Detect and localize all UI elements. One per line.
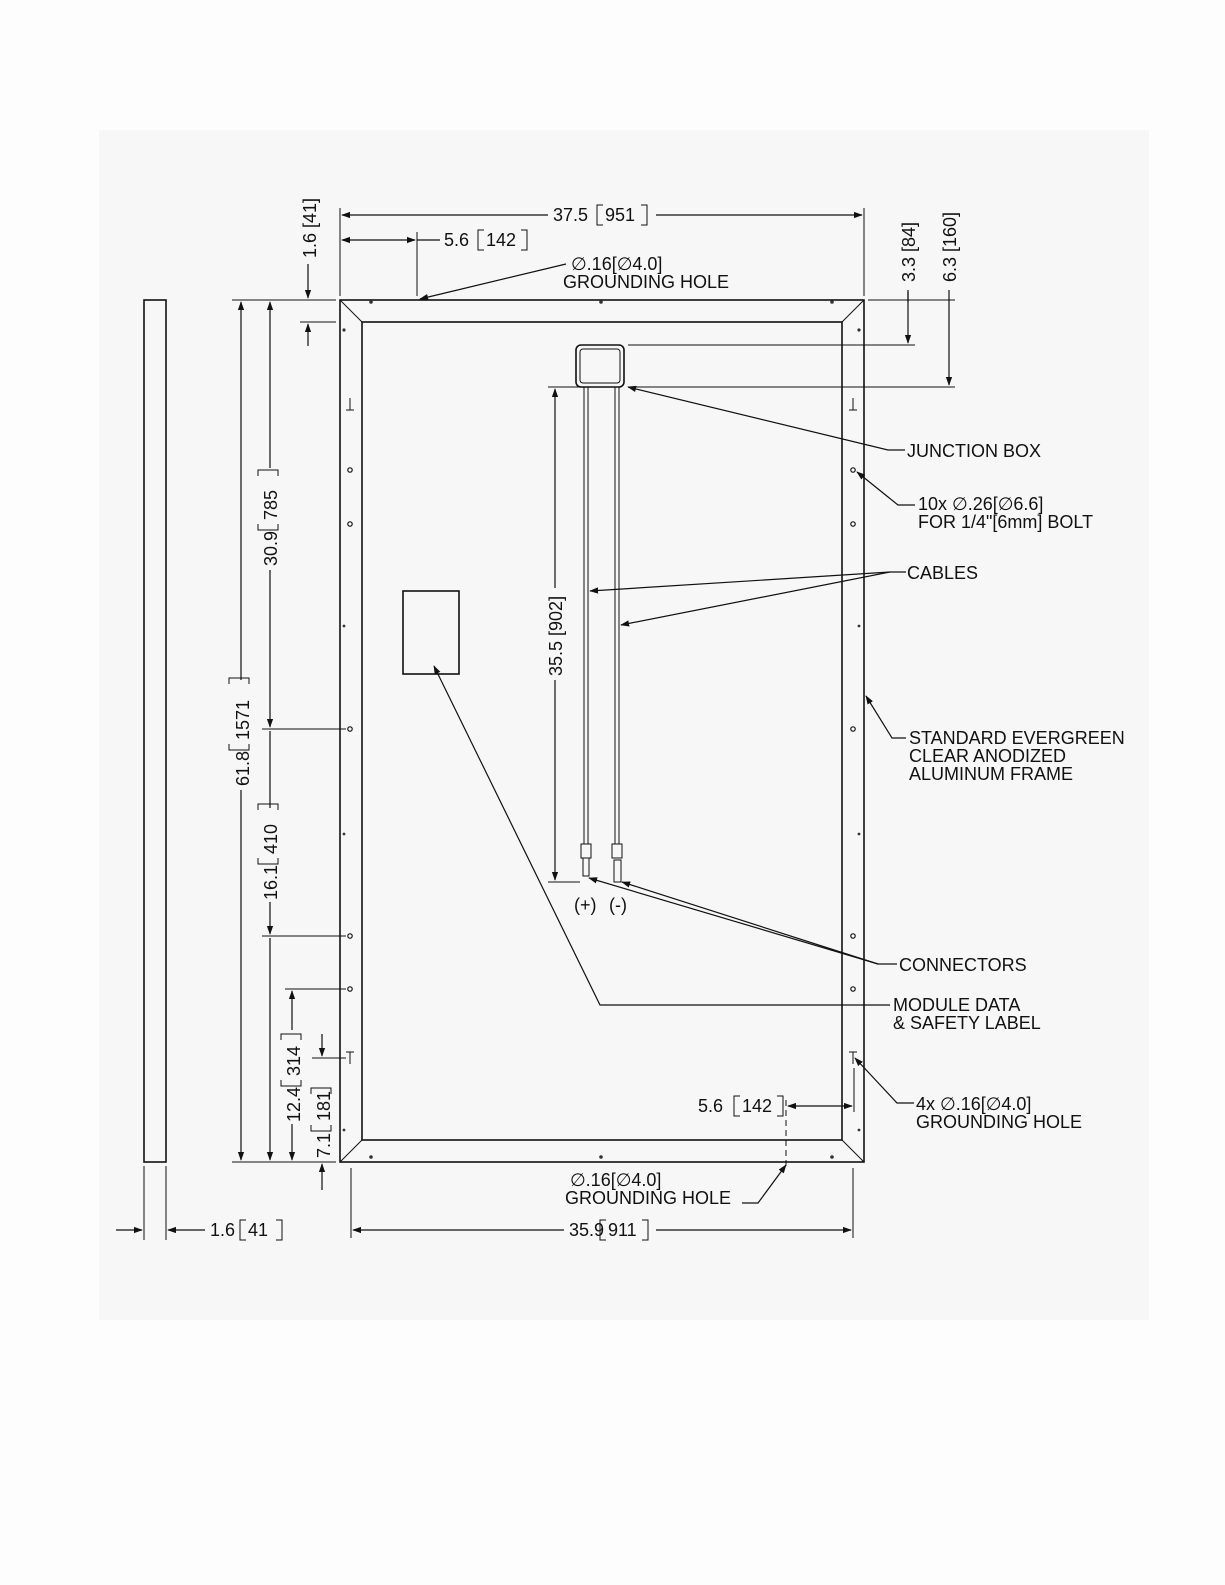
dim-overall-width-value: 37.5 <box>553 205 588 225</box>
dim-lower-mount: 16.1 410 <box>257 731 346 937</box>
dim-cable-length-value: 35.5 [902] <box>546 596 566 676</box>
module-frame <box>339 299 865 1163</box>
dim-side-depth-value: 1.6 <box>210 1220 235 1240</box>
corner-ground-spec: 4x ∅.16[∅4.0] <box>916 1094 1031 1114</box>
dim-bottom-ground-mm: 181 <box>314 1091 334 1121</box>
frame-label-2: CLEAR ANODIZED <box>909 746 1066 766</box>
bolt-spec: 10x ∅.26[∅6.6] <box>918 494 1043 514</box>
dim-bottom-mount-mm: 314 <box>284 1046 304 1076</box>
frame-holes <box>342 300 861 1159</box>
dim-overall-width-mm: 951 <box>605 205 635 225</box>
callout-junction-box: JUNCTION BOX <box>627 385 1041 461</box>
positive-label: (+) <box>574 895 597 915</box>
callout-bolt-holes: 10x ∅.26[∅6.6] FOR 1/4"[6mm] BOLT <box>856 471 1093 532</box>
ground-symbol-br <box>849 1051 857 1064</box>
dim-mount-width: 35.9 911 <box>350 1168 854 1241</box>
module-label <box>402 590 460 675</box>
dim-bottom-mount: 12.4 314 <box>280 988 346 1161</box>
dim-side-depth: 1.6 41 <box>116 1166 283 1241</box>
callout-bottom-ground: ∅.16[∅4.0] GROUNDING HOLE <box>565 1164 787 1208</box>
connectors-label: CONNECTORS <box>899 955 1027 975</box>
top-ground-spec: ∅.16[∅4.0] <box>571 254 662 274</box>
top-ground-label: GROUNDING HOLE <box>563 272 729 292</box>
dim-bottom-mount-value: 12.4 <box>284 1087 304 1122</box>
cables-label: CABLES <box>907 563 978 583</box>
dim-upper-mount-mm: 785 <box>261 490 281 520</box>
dim-bottom-hole-offset: 5.6 142 <box>698 1068 855 1170</box>
dim-jbox-bottom-value: 6.3 [160] <box>940 212 960 282</box>
dim-cable-length: 35.5 [902] <box>546 386 580 883</box>
dim-frame-depth-top: 1.6 [41] <box>240 198 336 346</box>
module-label-2: & SAFETY LABEL <box>893 1013 1041 1033</box>
dim-mount-width-value: 35.9 <box>569 1220 604 1240</box>
bolt-label: FOR 1/4"[6mm] BOLT <box>918 512 1093 532</box>
bottom-ground-spec: ∅.16[∅4.0] <box>570 1170 661 1190</box>
junction-box <box>575 344 625 388</box>
module-label-1: MODULE DATA <box>893 995 1020 1015</box>
dim-top-hole-mm: 142 <box>486 230 516 250</box>
dim-bottom-ground-value: 7.1 <box>314 1133 334 1158</box>
callout-cables: CABLES <box>589 563 978 627</box>
dim-frame-depth-top-value: 1.6 [41] <box>300 198 320 258</box>
cables <box>583 387 620 844</box>
side-profile <box>143 299 167 1163</box>
dim-jbox-offset: 3.3 [84] <box>628 222 919 346</box>
callout-corner-ground: 4x ∅.16[∅4.0] GROUNDING HOLE <box>854 1057 1082 1132</box>
frame-outer <box>339 299 865 1163</box>
dim-bottom-ground: 7.1 181 <box>310 1034 346 1190</box>
dim-upper-mount: 30.9 785 <box>257 301 346 730</box>
dim-top-hole-value: 5.6 <box>444 230 469 250</box>
dim-overall-length: 61.8 1571 <box>228 299 336 1163</box>
dim-overall-length-value: 61.8 <box>233 751 253 786</box>
frame-label-1: STANDARD EVERGREEN <box>909 728 1125 748</box>
dim-mount-width-mm: 911 <box>608 1220 637 1240</box>
junction-box-label: JUNCTION BOX <box>907 441 1041 461</box>
drawing-panel <box>99 130 1149 1320</box>
dim-top-hole-offset: 5.6 142 <box>341 229 528 296</box>
dim-lower-mount-value: 16.1 <box>261 865 281 900</box>
dim-lower-mount-mm: 410 <box>261 824 281 854</box>
callout-frame: STANDARD EVERGREEN CLEAR ANODIZED ALUMIN… <box>865 695 1125 784</box>
callout-top-ground: ∅.16[∅4.0] GROUNDING HOLE <box>419 254 729 301</box>
callout-connectors: CONNECTORS <box>588 877 1027 975</box>
bottom-ground-label: GROUNDING HOLE <box>565 1188 731 1208</box>
dim-jbox-offset-value: 3.3 [84] <box>899 222 919 282</box>
dim-overall-length-mm: 1571 <box>233 700 253 740</box>
connectors <box>580 843 623 883</box>
negative-label: (-) <box>609 895 627 915</box>
dim-jbox-bottom: 6.3 [160] <box>628 212 960 388</box>
dim-side-depth-mm: 41 <box>248 1220 268 1240</box>
callout-module-label: MODULE DATA & SAFETY LABEL <box>433 665 1041 1033</box>
ground-symbol-bl <box>346 1051 354 1064</box>
frame-inner <box>361 321 843 1141</box>
dim-overall-width: 37.5 951 <box>339 204 865 296</box>
dim-upper-mount-value: 30.9 <box>261 531 281 566</box>
ground-symbol-tl <box>346 398 354 411</box>
dim-bottom-hole-value: 5.6 <box>698 1096 723 1116</box>
ground-symbol-tr <box>849 398 857 411</box>
frame-label-3: ALUMINUM FRAME <box>909 764 1073 784</box>
dim-bottom-hole-mm: 142 <box>742 1096 772 1116</box>
corner-ground-label: GROUNDING HOLE <box>916 1112 1082 1132</box>
